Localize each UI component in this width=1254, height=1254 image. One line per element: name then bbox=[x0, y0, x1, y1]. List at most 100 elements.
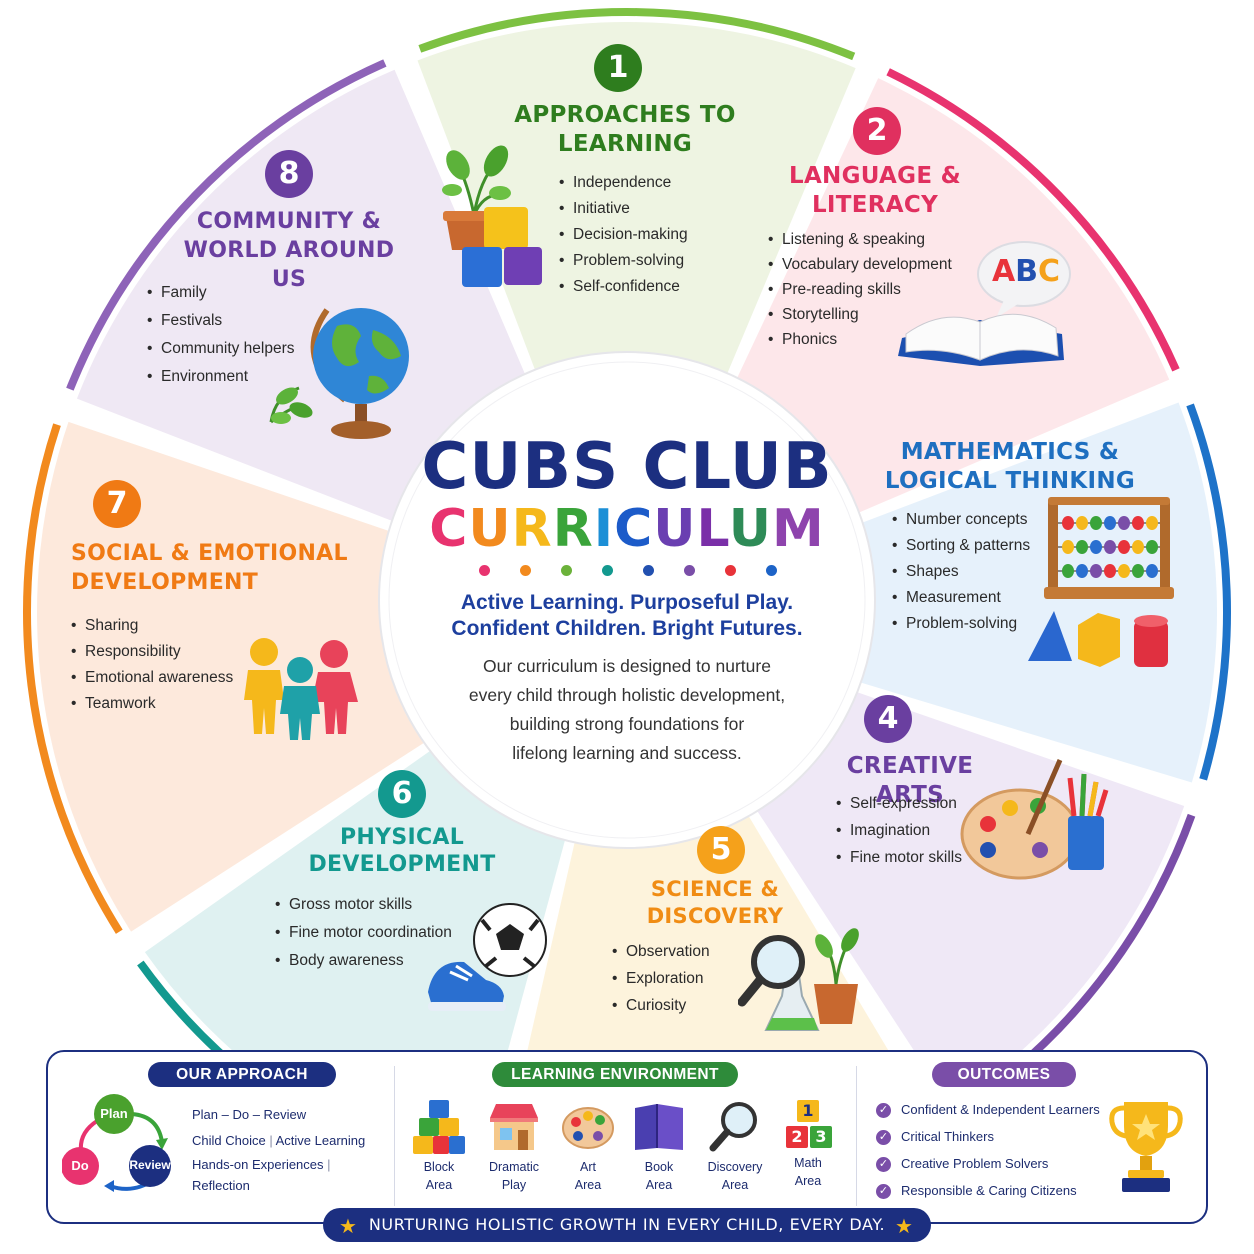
center-disk bbox=[378, 351, 876, 849]
wheel-ring-arc bbox=[23, 423, 123, 934]
curriculum-letter: R bbox=[552, 499, 594, 559]
list-item: Problem-solving bbox=[892, 611, 1030, 637]
abacus-bead bbox=[1118, 516, 1130, 530]
section-6-title: PHYSICAL DEVELOPMENT bbox=[308, 825, 496, 877]
abacus-bead bbox=[1062, 540, 1074, 554]
section-2-number: 2 bbox=[853, 107, 901, 155]
abacus-bead bbox=[1104, 516, 1116, 530]
center-dot bbox=[602, 565, 613, 576]
section-2-title: LANGUAGE & LITERACY bbox=[788, 163, 961, 218]
list-item: Problem-solving bbox=[559, 248, 688, 274]
number-blocks-icon: 1 2 3 bbox=[780, 1098, 836, 1154]
wheel-ring-arc bbox=[66, 59, 387, 391]
section-1-title: APPROACHES TO LEARNING bbox=[514, 102, 736, 157]
list-item: Emotional awareness bbox=[71, 665, 233, 691]
abacus-bead bbox=[1118, 540, 1130, 554]
children-figures-icon bbox=[244, 638, 358, 740]
footer-banner: NURTURING HOLISTIC GROWTH IN EVERY CHILD… bbox=[323, 1208, 931, 1242]
panel-divider bbox=[856, 1066, 857, 1206]
center-title-line2: CURRICULUM bbox=[380, 500, 874, 558]
abacus-bead bbox=[1118, 564, 1130, 578]
tagline-line1: Active Learning. Purposeful Play. bbox=[460, 591, 794, 614]
star-icon: ★ bbox=[339, 1214, 357, 1238]
abacus-bead bbox=[1062, 564, 1074, 578]
book-icon bbox=[635, 1104, 683, 1150]
check-icon: ✓ bbox=[876, 1184, 891, 1200]
list-item: Responsibility bbox=[71, 639, 233, 665]
list-item: Environment bbox=[147, 363, 295, 391]
center-dot bbox=[766, 565, 777, 576]
check-icon: ✓ bbox=[876, 1130, 891, 1146]
list-item: Independence bbox=[559, 170, 688, 196]
abacus-bead bbox=[1090, 564, 1102, 578]
abacus-bead bbox=[1090, 540, 1102, 554]
plant-and-blocks-icon bbox=[442, 145, 542, 287]
wheel-ring-arc bbox=[418, 8, 856, 61]
abacus-bead bbox=[1076, 564, 1088, 578]
plan-do-review-cycle-icon bbox=[62, 1094, 171, 1192]
center-dot bbox=[479, 565, 490, 576]
list-item: Pre-reading skills bbox=[768, 277, 952, 302]
list-item: Sorting & patterns bbox=[892, 533, 1030, 559]
check-icon: ✓ bbox=[876, 1157, 891, 1173]
our-approach-header: OUR APPROACH bbox=[148, 1062, 336, 1087]
learning-environment-header: LEARNING ENVIRONMENT bbox=[492, 1062, 738, 1087]
abacus-bead bbox=[1146, 564, 1158, 578]
abacus-bead bbox=[1104, 564, 1116, 578]
outcome-item: ✓Confident & Independent Learners bbox=[876, 1102, 1100, 1119]
abacus-bead bbox=[1146, 516, 1158, 530]
cycle-review-label: Review bbox=[129, 1158, 171, 1172]
section-5-list: Observation Exploration Curiosity bbox=[612, 938, 710, 1019]
outcome-item: ✓Critical Thinkers bbox=[876, 1129, 994, 1146]
list-item: Self-confidence bbox=[559, 274, 688, 300]
abacus-bead bbox=[1076, 516, 1088, 530]
abacus-and-shapes-icon bbox=[1028, 497, 1174, 667]
play-house-icon bbox=[490, 1104, 538, 1150]
abacus-bead bbox=[1104, 540, 1116, 554]
section-7-list: Sharing Responsibility Emotional awarene… bbox=[71, 613, 233, 717]
section-7-title: SOCIAL & EMOTIONAL DEVELOPMENT bbox=[71, 541, 348, 595]
center-dot bbox=[643, 565, 654, 576]
curriculum-letter: U bbox=[468, 499, 512, 559]
center-dot bbox=[520, 565, 531, 576]
list-item: Imagination bbox=[836, 817, 962, 844]
trophy-icon bbox=[1109, 1102, 1183, 1192]
center-dot bbox=[561, 565, 572, 576]
list-item: Exploration bbox=[612, 965, 710, 992]
section-6-number: 6 bbox=[378, 770, 426, 818]
section-4-list: Self-expression Imagination Fine motor s… bbox=[836, 790, 962, 871]
list-item: Vocabulary development bbox=[768, 252, 952, 277]
section-2-list: Listening & speaking Vocabulary developm… bbox=[768, 227, 952, 352]
center-description: Our curriculum is designed to nurture ev… bbox=[468, 656, 786, 763]
center-dot bbox=[725, 565, 736, 576]
wheel-ring-arc bbox=[1186, 403, 1231, 781]
center-title-line1: CUBS CLUB bbox=[421, 430, 833, 504]
cycle-plan-label: Plan bbox=[100, 1106, 128, 1121]
list-item: Fine motor coordination bbox=[275, 919, 452, 947]
star-icon: ★ bbox=[895, 1214, 913, 1238]
curriculum-letter: C bbox=[429, 499, 469, 559]
list-item: Observation bbox=[612, 938, 710, 965]
outcome-item: ✓Creative Problem Solvers bbox=[876, 1156, 1048, 1173]
env-discovery-area: Discovery Area bbox=[700, 1098, 770, 1194]
cycle-do-label: Do bbox=[71, 1158, 89, 1173]
wheel-sector bbox=[417, 21, 856, 612]
list-item: Curiosity bbox=[612, 992, 710, 1019]
abacus-bead bbox=[1146, 540, 1158, 554]
magnifier-and-flask-icon bbox=[738, 928, 859, 1031]
section-1-list: Independence Initiative Decision-making … bbox=[559, 170, 688, 300]
section-6-list: Gross motor skills Fine motor coordinati… bbox=[275, 891, 452, 975]
curriculum-letter: I bbox=[593, 499, 615, 559]
abacus-bead bbox=[1076, 540, 1088, 554]
section-7-number: 7 bbox=[93, 480, 141, 528]
abc-book-icon: ABC bbox=[892, 238, 1072, 368]
curriculum-letter: R bbox=[511, 499, 553, 559]
list-item: Teamwork bbox=[71, 691, 233, 717]
list-item: Measurement bbox=[892, 585, 1030, 611]
list-item: Body awareness bbox=[275, 947, 452, 975]
list-item: Listening & speaking bbox=[768, 227, 952, 252]
list-item: Community helpers bbox=[147, 335, 295, 363]
wheel-ring-arc bbox=[886, 68, 1180, 372]
panel-divider bbox=[394, 1066, 395, 1206]
bottom-info-panel: OUR APPROACH Plan Do Review Plan – Do – … bbox=[46, 1050, 1208, 1224]
